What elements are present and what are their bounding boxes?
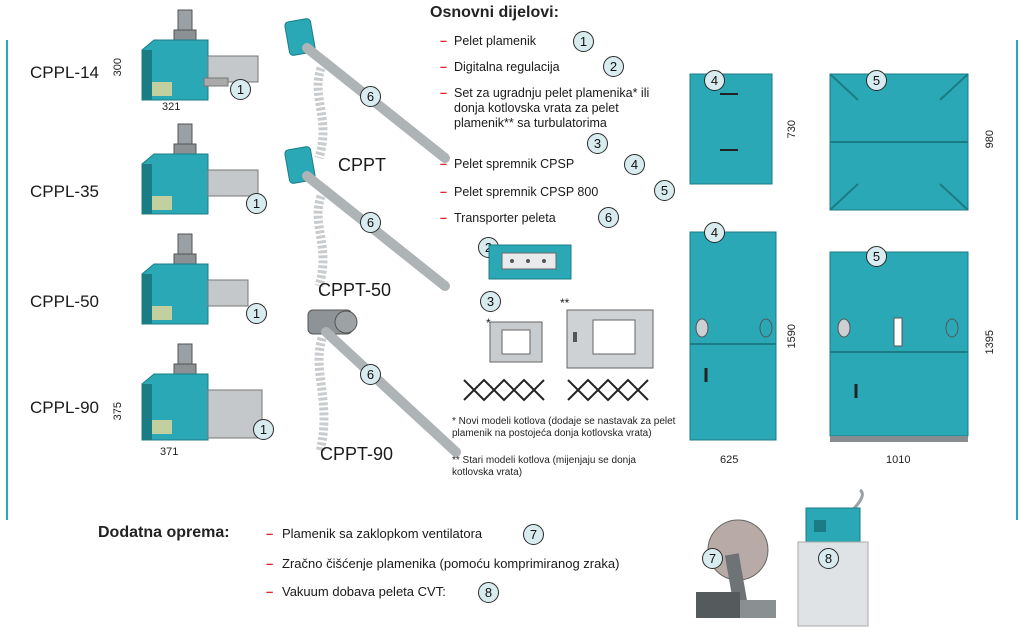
- tank-height-dim: 1395: [984, 330, 996, 355]
- parts-list-item: –Set za ugradnju pelet plamenika* ili do…: [440, 86, 650, 130]
- note-new-models: * Novi modeli kotlova (dodaje se nastava…: [452, 416, 676, 439]
- tank-small-drawing: [689, 73, 773, 185]
- parts-list-item: –Pelet spremnik CPSP: [440, 157, 575, 171]
- burner-height-dim: 300: [112, 58, 124, 77]
- part-badge: 7: [702, 548, 723, 569]
- burner-drawing: [141, 233, 249, 325]
- burner-drawing: [141, 9, 259, 101]
- burner-label: CPPL-90: [30, 398, 99, 417]
- tank-cpsp800-drawing: [829, 251, 969, 442]
- part-badge: 5: [654, 180, 675, 201]
- tank-height-dim: 730: [786, 120, 798, 139]
- mounting-kit-drawing: [489, 321, 543, 363]
- part-badge: 1: [246, 303, 267, 324]
- vacuum-feed-photo: [797, 488, 869, 627]
- part-badge: 1: [573, 31, 594, 52]
- part-badge: 4: [624, 154, 645, 175]
- part-badge: 4: [704, 222, 725, 243]
- tank-height-dim: 1590: [786, 324, 798, 349]
- part-badge: 5: [866, 246, 887, 267]
- note-old-models: ** Stari modeli kotlova (mijenjaju se do…: [452, 455, 636, 478]
- part-badge: 6: [598, 207, 619, 228]
- tank-height-dim: 980: [984, 130, 996, 149]
- extras-title: Dodatna oprema:: [98, 524, 230, 541]
- burner-with-damper-photo: [696, 519, 776, 618]
- burner-width-dim: 321: [162, 101, 181, 113]
- part-badge: 3: [587, 133, 608, 154]
- part-badge: 8: [478, 582, 499, 603]
- part-badge: 1: [253, 419, 274, 440]
- right-frame-line: [1016, 40, 1018, 520]
- burner-label: CPPL-14: [30, 63, 99, 82]
- tank-large-drawing: [829, 73, 969, 211]
- turbulator-drawing: [463, 378, 649, 402]
- part-badge: 6: [360, 212, 381, 233]
- kit-old-mark: **: [560, 296, 570, 310]
- part-badge: 5: [866, 70, 887, 91]
- part-badge: 2: [603, 56, 624, 77]
- part-badge: 7: [523, 524, 544, 545]
- parts-list-item: –Digitalna regulacija: [440, 60, 560, 74]
- burner-width-dim: 371: [160, 446, 179, 458]
- digital-regulation-drawing: [488, 244, 572, 280]
- burner-drawing: [141, 123, 259, 215]
- extras-list-item: –Zračno čišćenje plamenika (pomoću kompr…: [266, 556, 620, 571]
- parts-title: Osnovni dijelovi:: [430, 4, 559, 21]
- tank-width-dim: 1010: [886, 454, 911, 466]
- part-badge: 8: [818, 548, 839, 569]
- burner-drawing: [141, 343, 263, 441]
- part-badge: 6: [360, 86, 381, 107]
- tank-width-dim: 625: [720, 454, 739, 466]
- extras-list-item: –Vakuum dobava peleta CVT:: [266, 584, 446, 599]
- left-frame-line: [6, 40, 8, 520]
- conveyor-drawing: [307, 309, 461, 457]
- parts-list-item: –Pelet spremnik CPSP 800: [440, 185, 599, 199]
- burner-label: CPPL-35: [30, 182, 99, 201]
- conveyor-label: CPPT: [338, 155, 387, 175]
- conveyor-label: CPPT-50: [318, 280, 392, 300]
- extras-list-item: –Plamenik sa zaklopkom ventilatora: [266, 526, 483, 541]
- part-badge: 1: [246, 193, 267, 214]
- tank-cpsp-drawing: [689, 231, 777, 441]
- part-badge: 1: [230, 79, 251, 100]
- part-badge: 4: [704, 70, 725, 91]
- part-badge: 6: [360, 364, 381, 385]
- conveyor-label: CPPT-90: [320, 444, 394, 464]
- extras-list: –Plamenik sa zaklopkom ventilatora –Zrač…: [266, 526, 686, 606]
- part-badge: 3: [480, 291, 501, 312]
- boiler-door-drawing: [566, 309, 654, 369]
- kit-new-mark: *: [486, 316, 491, 330]
- burner-height-dim: 375: [112, 402, 124, 421]
- parts-list-item: –Pelet plamenik: [440, 34, 536, 48]
- parts-list-item: –Transporter peleta: [440, 211, 556, 225]
- burner-label: CPPL-50: [30, 292, 99, 311]
